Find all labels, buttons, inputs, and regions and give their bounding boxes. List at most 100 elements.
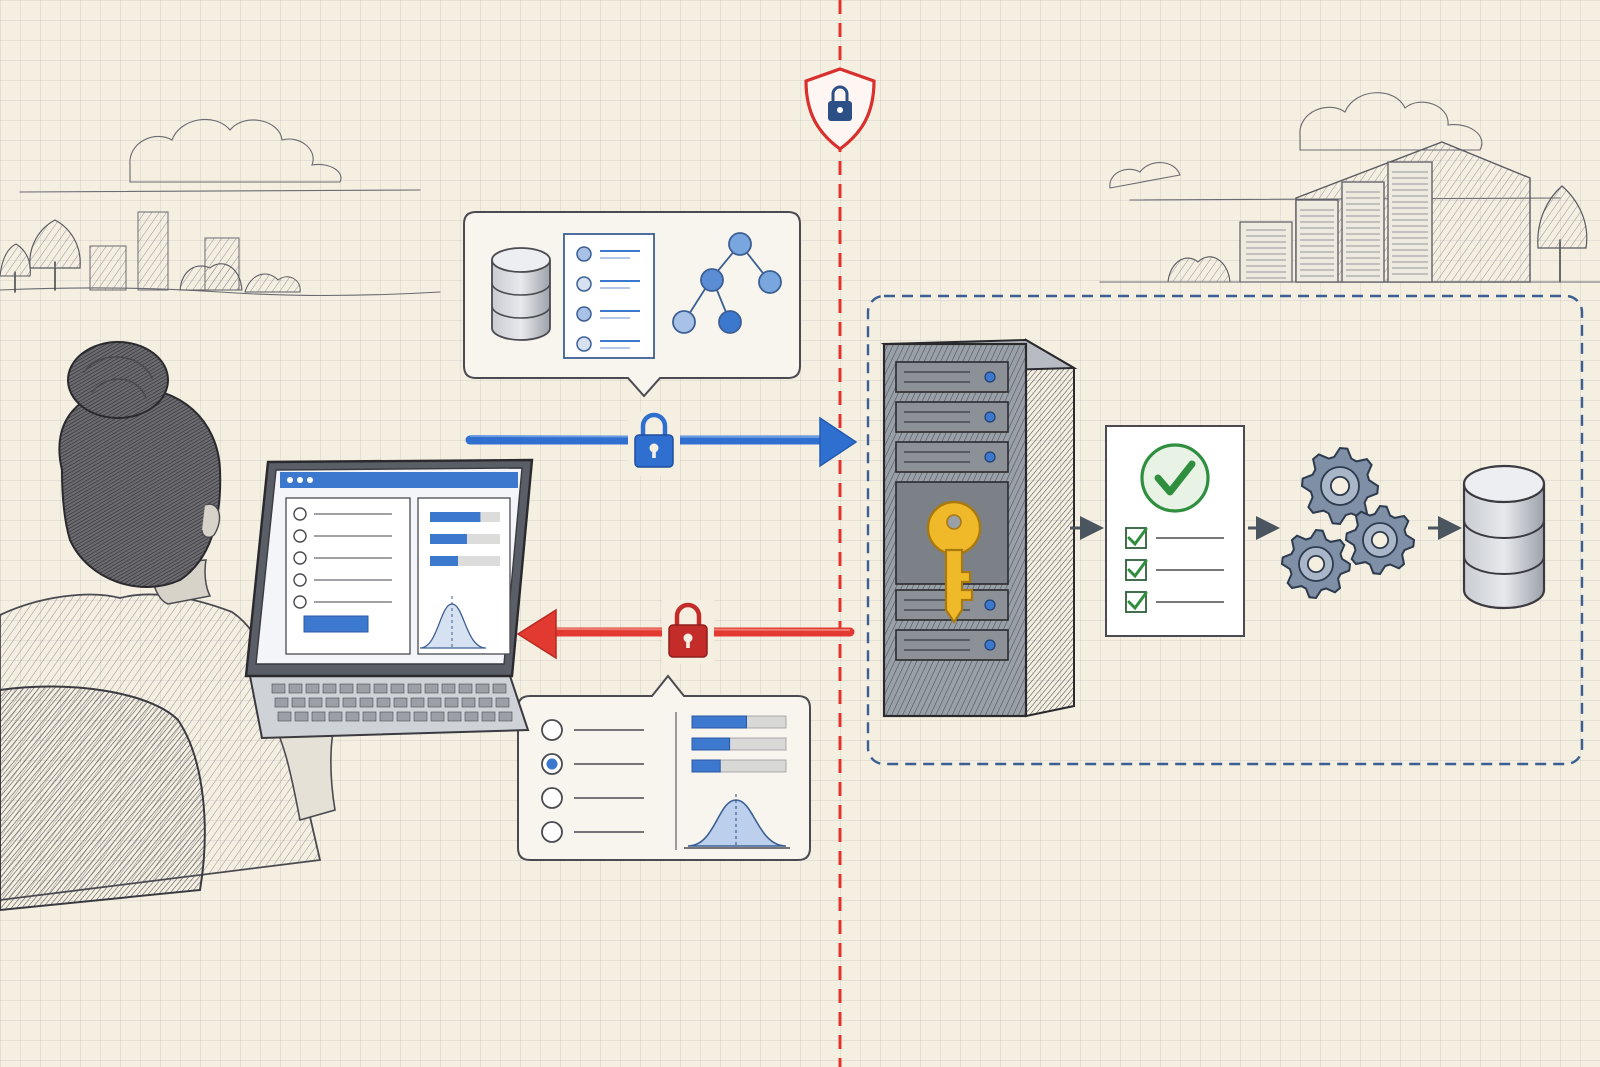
keyboard-key — [271, 683, 286, 694]
keyboard-key — [305, 683, 320, 694]
keyboard-key — [444, 697, 459, 708]
gear-hole — [1329, 475, 1351, 497]
database-icon — [491, 247, 551, 341]
keyboard-key — [458, 683, 473, 694]
keyboard-key — [322, 683, 337, 694]
keyboard-key — [393, 697, 408, 708]
secure-enclave-boundary — [866, 294, 1584, 766]
keyboard-key — [356, 683, 371, 694]
keyboard-key — [481, 711, 496, 722]
keyboard-key — [478, 697, 493, 708]
radio-selected-dot — [546, 758, 558, 770]
database-icon — [1462, 464, 1546, 610]
status-light — [984, 451, 996, 463]
lock-icon — [662, 600, 714, 664]
keyboard-key — [294, 711, 309, 722]
response-payload-bubble — [517, 674, 811, 861]
left-landscape-sketch — [0, 118, 441, 297]
radio-dot — [576, 246, 592, 262]
keyboard-key — [424, 683, 439, 694]
bar-fill — [691, 715, 748, 729]
keyboard-key — [396, 711, 411, 722]
right-landscape-sketch — [1099, 92, 1600, 283]
status-light — [984, 599, 996, 611]
bar-fill — [691, 759, 721, 773]
radio-option-list — [541, 719, 644, 843]
bar-chart-mini — [691, 715, 787, 773]
keyboard-key — [464, 711, 479, 722]
status-light — [984, 371, 996, 383]
keyboard-key — [390, 683, 405, 694]
checkbox — [1125, 559, 1147, 581]
keyboard-key — [373, 683, 388, 694]
radio-button — [541, 719, 563, 741]
keyboard-key — [274, 697, 289, 708]
keyboard-key — [430, 711, 445, 722]
keyboard-key — [461, 697, 476, 708]
tree-graph-icon — [672, 232, 782, 334]
radio-button — [293, 529, 307, 543]
data-center-building — [1239, 141, 1531, 283]
radio-button — [541, 821, 563, 843]
keyboard-key — [308, 697, 323, 708]
keyboard-key — [379, 711, 394, 722]
gears-icon — [1280, 446, 1416, 600]
laptop-form-panel — [285, 497, 411, 655]
radio-button — [293, 507, 307, 521]
checkbox — [1125, 591, 1147, 613]
keyboard-key — [413, 711, 428, 722]
bar-fill — [430, 534, 467, 544]
check-circle-icon — [1140, 443, 1210, 513]
keyboard-key — [498, 711, 513, 722]
radio-dot — [576, 276, 592, 292]
checkmark — [1127, 559, 1148, 579]
key-icon — [926, 500, 982, 624]
keyboard-key — [441, 683, 456, 694]
distribution-curve — [684, 794, 790, 849]
radio-dot — [576, 336, 592, 352]
keyboard-key — [492, 683, 507, 694]
radio-dot — [576, 306, 592, 322]
bar-fill — [430, 512, 481, 522]
radio-button — [293, 573, 307, 587]
radio-button — [293, 551, 307, 565]
keyboard-key — [342, 697, 357, 708]
keyboard-key — [288, 683, 303, 694]
keyboard-key — [339, 683, 354, 694]
shield-lock-icon — [804, 67, 876, 151]
checkmark — [1127, 591, 1148, 611]
keyboard-key — [325, 697, 340, 708]
keyboard-key — [410, 697, 425, 708]
keyboard-key — [328, 711, 343, 722]
keyboard-key — [277, 711, 292, 722]
tree-icon — [29, 219, 81, 291]
keyboard-key — [359, 697, 374, 708]
gear-hole — [1306, 554, 1326, 574]
bar-track — [430, 556, 500, 566]
keyboard-key — [376, 697, 391, 708]
radio-button — [541, 787, 563, 809]
keyboard-key — [345, 711, 360, 722]
laptop — [244, 458, 534, 740]
keyboard-key — [362, 711, 377, 722]
keyboard-key — [427, 697, 442, 708]
verification-checklist — [1105, 425, 1245, 637]
form-list-icon — [563, 233, 655, 359]
checkbox — [1125, 527, 1147, 549]
status-light — [984, 639, 996, 651]
keyboard-key — [475, 683, 490, 694]
bar-fill — [691, 737, 731, 751]
encrypted-response-arrow — [516, 600, 855, 664]
keyboard-key — [495, 697, 510, 708]
status-light — [984, 411, 996, 423]
gear-hole — [1370, 530, 1390, 550]
request-payload-bubble — [463, 211, 801, 398]
keyboard-key — [291, 697, 306, 708]
encrypted-request-arrow — [465, 412, 858, 476]
checkmark — [1127, 527, 1148, 547]
keyboard-key — [407, 683, 422, 694]
keyboard-key — [311, 711, 326, 722]
tree-icon — [1537, 185, 1588, 283]
keyboard-key — [447, 711, 462, 722]
